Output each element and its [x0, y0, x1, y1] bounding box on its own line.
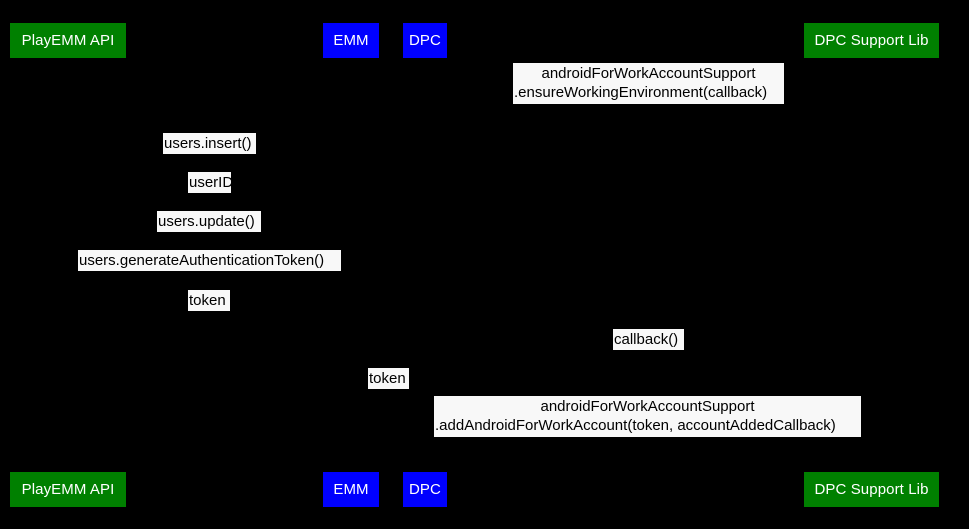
message-label-generate-authentication-token: users.generateAuthenticationToken(): [78, 250, 341, 271]
actor-label: DPC Support Lib: [814, 32, 929, 49]
actor-box-dpc-bottom[interactable]: DPC: [403, 472, 447, 507]
actor-box-dpc-top[interactable]: DPC: [403, 23, 447, 58]
actor-label: DPC: [409, 481, 441, 498]
message-line-2: .addAndroidForWorkAccount(token, account…: [435, 417, 836, 434]
lifeline-dpc-support-lib: [871, 58, 872, 472]
actor-box-emm-top[interactable]: EMM: [323, 23, 379, 58]
actor-label: EMM: [333, 481, 369, 498]
message-line-1: userID: [189, 174, 234, 191]
actor-box-playemm-api-top[interactable]: PlayEMM API: [10, 23, 126, 58]
message-line-1: users.update(): [158, 213, 255, 230]
message-line-1: users.generateAuthenticationToken(): [79, 252, 325, 269]
message-label-callback: callback(): [613, 329, 684, 350]
message-line-1: token: [369, 370, 406, 387]
message-line-2: .ensureWorkingEnvironment(callback): [514, 84, 768, 101]
actor-label: DPC: [409, 32, 441, 49]
message-label-token-to-dpc: token: [368, 368, 409, 389]
message-label-ensure-working-environment: androidForWorkAccountSupport .ensureWork…: [513, 63, 784, 104]
lifeline-dpc: [424, 58, 425, 472]
message-label-user-id: userID: [188, 172, 234, 193]
message-line-1: token: [189, 292, 226, 309]
actor-label: DPC Support Lib: [814, 481, 929, 498]
message-label-users-insert: users.insert(): [163, 133, 256, 154]
lifeline-playemm-api: [67, 58, 68, 472]
actor-label: EMM: [333, 32, 369, 49]
message-label-add-android-for-work-account: androidForWorkAccountSupport .addAndroid…: [434, 396, 861, 437]
actor-box-playemm-api-bottom[interactable]: PlayEMM API: [10, 472, 126, 507]
message-label-users-update: users.update(): [157, 211, 261, 232]
message-line-1: callback(): [614, 331, 679, 348]
actor-label: PlayEMM API: [21, 32, 115, 49]
actor-box-dpc-support-lib-top[interactable]: DPC Support Lib: [804, 23, 939, 58]
actor-box-dpc-support-lib-bottom[interactable]: DPC Support Lib: [804, 472, 939, 507]
message-label-token-to-emm: token: [188, 290, 230, 311]
actor-box-emm-bottom[interactable]: EMM: [323, 472, 379, 507]
actor-label: PlayEMM API: [21, 481, 115, 498]
lifeline-emm: [350, 58, 351, 472]
message-line-1: androidForWorkAccountSupport: [540, 398, 755, 415]
message-line-1: androidForWorkAccountSupport: [541, 65, 756, 82]
message-line-1: users.insert(): [164, 135, 252, 152]
